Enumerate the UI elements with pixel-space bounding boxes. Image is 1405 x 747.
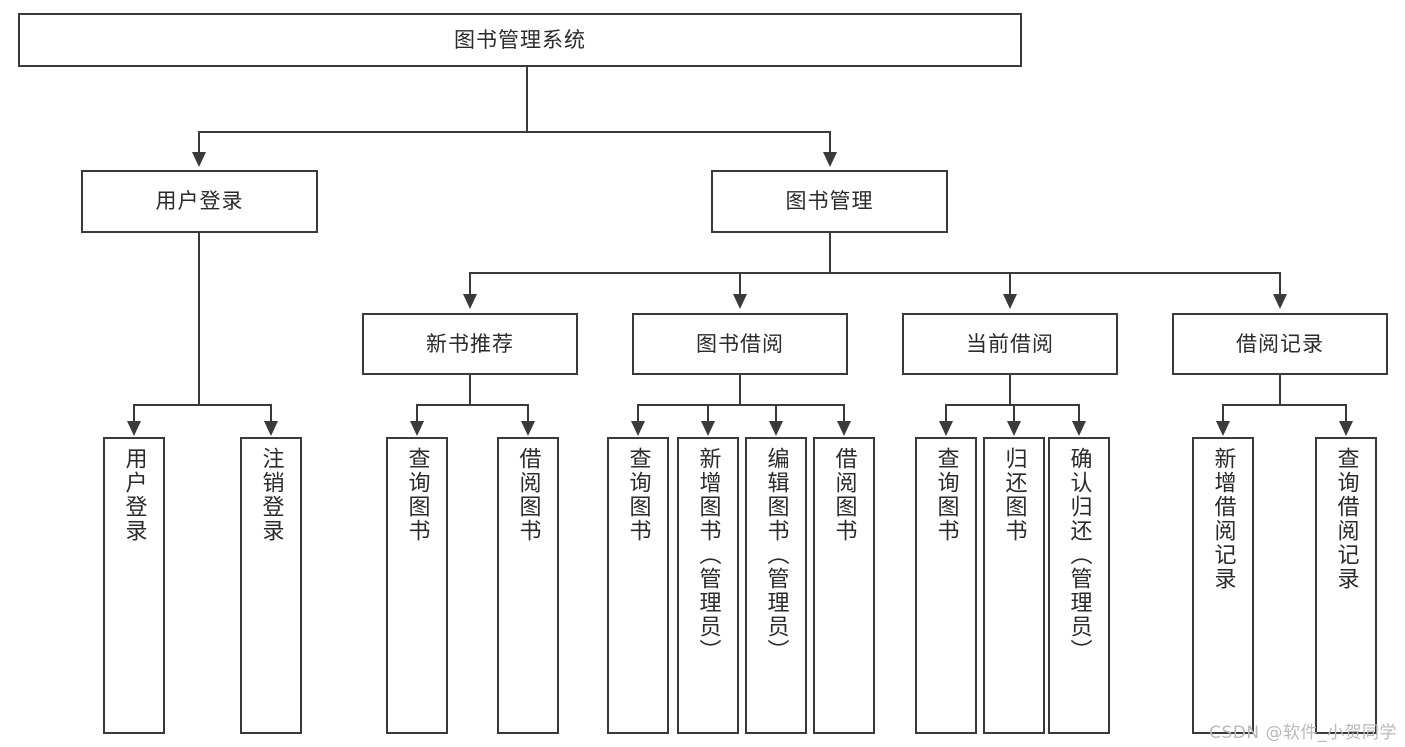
arrow-cb-to-leaf-2	[1072, 421, 1086, 436]
node-new-book-recommend[interactable]: 新书推荐	[362, 313, 578, 375]
arrow-user-login-to-leaf-0	[127, 421, 141, 436]
leaf-current-borrow-return-book[interactable]: 归还图书	[983, 437, 1045, 734]
node-label: 当前借阅	[966, 331, 1054, 356]
node-label: 用户登录	[155, 189, 244, 214]
arrow-bb-to-leaf-3	[837, 421, 851, 436]
leaf-label: 归还图书	[1001, 447, 1027, 543]
connector-level3-bus	[469, 272, 1281, 274]
leaf-label: 确认归还（管理员）	[1066, 447, 1092, 663]
leaf-label: 新增借阅记录	[1210, 447, 1236, 591]
connector-root-to-user-login	[198, 131, 200, 153]
connector-nbr-to-leaf-1	[527, 404, 529, 422]
arrow-cb-to-leaf-0	[939, 421, 953, 436]
arrow-nbr-to-leaf-1	[521, 421, 535, 436]
arrow-bb-to-leaf-0	[631, 421, 645, 436]
connector-bb-to-leaf-2	[775, 404, 777, 422]
connector-nbr-to-leaf-0	[416, 404, 418, 422]
connector-current-borrow-bus	[945, 404, 1079, 406]
node-current-borrow[interactable]: 当前借阅	[902, 313, 1118, 375]
leaf-borrow-record-query-record[interactable]: 查询借阅记录	[1315, 437, 1377, 734]
leaf-label: 新增图书（管理员）	[695, 447, 721, 663]
leaf-label: 用户登录	[121, 447, 147, 543]
connector-book-borrow-bus	[637, 404, 845, 406]
arrow-bb-to-leaf-1	[701, 421, 715, 436]
connector-bb-to-leaf-1	[707, 404, 709, 422]
node-label: 新书推荐	[426, 331, 514, 356]
connector-borrow-record-stem	[1279, 375, 1281, 405]
node-label: 借阅记录	[1236, 331, 1324, 356]
arrow-cb-to-leaf-1	[1007, 421, 1021, 436]
arrow-nbr-to-leaf-0	[410, 421, 424, 436]
arrow-to-book-borrow	[733, 294, 747, 309]
node-root-book-management-system[interactable]: 图书管理系统	[18, 13, 1022, 67]
connector-root-to-book-management	[829, 131, 831, 153]
connector-borrow-record-bus	[1222, 404, 1346, 406]
leaf-book-borrow-query-book[interactable]: 查询图书	[607, 437, 669, 734]
arrow-root-to-user-login	[192, 152, 206, 167]
arrow-user-login-to-leaf-1	[264, 421, 278, 436]
connector-new-book-recommend-stem	[469, 375, 471, 405]
connector-new-book-recommend-bus	[416, 404, 529, 406]
node-book-management[interactable]: 图书管理	[711, 170, 948, 233]
node-book-borrow[interactable]: 图书借阅	[632, 313, 848, 375]
leaf-book-borrow-borrow-book[interactable]: 借阅图书	[813, 437, 875, 734]
connector-bus-to-book-borrow	[739, 272, 741, 295]
leaf-user-login-login[interactable]: 用户登录	[103, 437, 165, 734]
leaf-new-book-recommend-query-book[interactable]: 查询图书	[386, 437, 448, 734]
connector-br-to-leaf-0	[1222, 404, 1224, 422]
connector-br-to-leaf-1	[1345, 404, 1347, 422]
connector-current-borrow-stem	[1009, 375, 1011, 405]
leaf-label: 编辑图书（管理员）	[763, 447, 789, 663]
connector-root-stem	[526, 67, 528, 132]
node-borrow-record[interactable]: 借阅记录	[1172, 313, 1388, 375]
connector-user-login-bus	[133, 404, 270, 406]
leaf-current-borrow-query-book[interactable]: 查询图书	[915, 437, 977, 734]
leaf-user-login-logout[interactable]: 注销登录	[240, 437, 302, 734]
arrow-br-to-leaf-1	[1339, 421, 1353, 436]
connector-user-login-stem	[198, 233, 200, 405]
leaf-current-borrow-confirm-return-admin[interactable]: 确认归还（管理员）	[1048, 437, 1110, 734]
node-label: 图书借阅	[696, 331, 784, 356]
node-label: 图书管理	[785, 189, 874, 214]
connector-book-borrow-stem	[739, 375, 741, 405]
node-user-login[interactable]: 用户登录	[81, 170, 318, 233]
connector-root-bus	[198, 131, 830, 133]
arrow-bb-to-leaf-2	[769, 421, 783, 436]
connector-user-login-to-leaf-1	[270, 404, 272, 422]
connector-cb-to-leaf-2	[1078, 404, 1080, 422]
connector-bb-to-leaf-3	[843, 404, 845, 422]
leaf-book-borrow-add-book-admin[interactable]: 新增图书（管理员）	[677, 437, 739, 734]
connector-book-management-stem	[829, 233, 831, 273]
leaf-new-book-recommend-borrow-book[interactable]: 借阅图书	[497, 437, 559, 734]
leaf-label: 注销登录	[258, 447, 284, 543]
connector-cb-to-leaf-1	[1013, 404, 1015, 422]
leaf-borrow-record-add-record[interactable]: 新增借阅记录	[1192, 437, 1254, 734]
leaf-label: 查询图书	[625, 447, 651, 543]
arrow-to-new-book-recommend	[463, 294, 477, 309]
connector-bus-to-current-borrow	[1009, 272, 1011, 295]
arrow-to-current-borrow	[1003, 294, 1017, 309]
csdn-watermark: CSDN @软件_小贺同学	[1209, 723, 1397, 743]
leaf-book-borrow-edit-book-admin[interactable]: 编辑图书（管理员）	[745, 437, 807, 734]
node-label: 图书管理系统	[454, 27, 586, 52]
connector-bus-to-borrow-record	[1279, 272, 1281, 295]
leaf-label: 查询借阅记录	[1333, 447, 1359, 591]
leaf-label: 借阅图书	[515, 447, 541, 543]
arrow-to-borrow-record	[1273, 294, 1287, 309]
leaf-label: 查询图书	[933, 447, 959, 543]
connector-bus-to-new-book-recommend	[469, 272, 471, 295]
arrow-br-to-leaf-0	[1216, 421, 1230, 436]
connector-bb-to-leaf-0	[637, 404, 639, 422]
leaf-label: 查询图书	[404, 447, 430, 543]
leaf-label: 借阅图书	[831, 447, 857, 543]
connector-cb-to-leaf-0	[945, 404, 947, 422]
connector-user-login-to-leaf-0	[133, 404, 135, 422]
arrow-root-to-book-management	[823, 152, 837, 167]
